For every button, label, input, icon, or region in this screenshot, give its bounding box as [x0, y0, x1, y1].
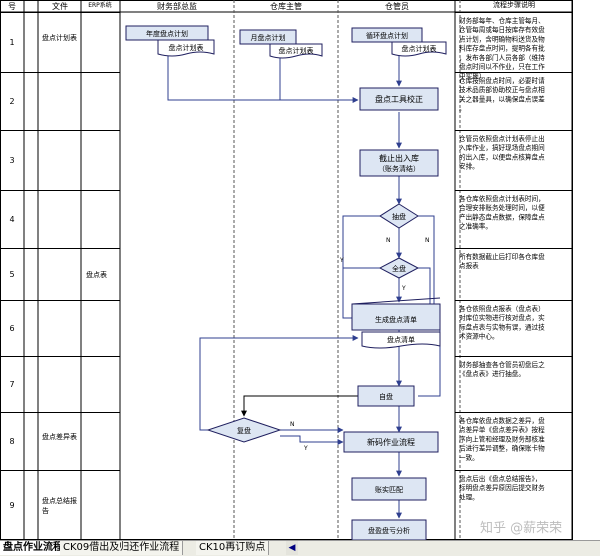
svg-text:年度盘点计划: 年度盘点计划 — [146, 29, 188, 38]
svg-text:盘盈盘亏分析: 盘盈盘亏分析 — [368, 526, 410, 535]
flow-connectors — [167, 52, 441, 519]
header-erp: ERP系统 — [88, 1, 112, 9]
svg-text:盘点计划表: 盘点计划表 — [169, 43, 204, 52]
svg-text:生成盘点清单: 生成盘点清单 — [375, 315, 417, 324]
svg-text:Y: Y — [339, 257, 344, 264]
tab-scroll-left-icon[interactable]: ◀ — [286, 541, 298, 555]
row-number: 5 — [9, 270, 14, 279]
svg-text:循环盘点计划: 循环盘点计划 — [366, 31, 408, 40]
self-count-node: 自盘 — [357, 385, 415, 407]
cycle-plan-node: 循环盘点计划 盘点计划表 — [351, 27, 447, 57]
row-number: 1 — [9, 38, 14, 47]
account-match-node: 账实匹配 — [351, 477, 427, 501]
header-desc: 流程步骤说明 — [493, 0, 535, 9]
recount-decision: 复盘 N Y — [206, 417, 308, 452]
row-number: 8 — [9, 437, 14, 446]
header-doc: 文件 — [52, 1, 68, 11]
svg-text:Y: Y — [303, 445, 308, 452]
row-description: 财务部每年、仓库主管每月、仓管每周或每日按库存有效盘点计划，含明确物料送货及物料… — [459, 16, 545, 80]
svg-text:（账务清结）: （账务清结） — [378, 164, 420, 173]
row-description: 仓管员依照盘点计划表停止出入库作业，搞好现场盘点期间的出入库，以便盘点核算盘点安… — [459, 134, 545, 171]
svg-text:N: N — [290, 421, 295, 428]
tool-calibration-node: 盘点工具校正 — [359, 87, 439, 111]
full-count-decision: 全盘 Y Y — [339, 257, 420, 292]
svg-text:截止出入库: 截止出入库 — [379, 153, 419, 163]
svg-text:新码作业流程: 新码作业流程 — [367, 437, 415, 447]
svg-text:盘点清单: 盘点清单 — [387, 335, 415, 344]
svg-text:盘点计划表: 盘点计划表 — [279, 46, 314, 55]
svg-text:N: N — [386, 237, 391, 244]
watermark-text: 知乎 @薪荣荣 — [480, 520, 562, 536]
header-lane-warehouse-staff: 仓管员 — [385, 1, 409, 11]
lane-separators — [233, 0, 461, 540]
row-number: 7 — [9, 380, 14, 389]
gen-count-sheet-node: 生成盘点清单 盘点清单 — [351, 297, 441, 349]
row-description: 各仓依照盘点报表（盘点表）对库位实物进行核对盘点，实际盘点表与实物有误，通过技术… — [459, 304, 545, 341]
row-number: 3 — [9, 156, 14, 165]
row-number: 6 — [9, 324, 14, 333]
report-analysis-node: 盘盈盘亏分析 — [351, 519, 427, 540]
sheet-tab[interactable]: CK10再订购点 — [196, 541, 270, 555]
svg-text:盘点工具校正: 盘点工具校正 — [375, 94, 423, 104]
header-row: 号 文件 ERP系统 财务部总监 仓库主管 仓管员 流程步骤说明 — [8, 0, 535, 11]
table-grid — [0, 0, 573, 540]
svg-text:盘点计划表: 盘点计划表 — [402, 44, 437, 53]
svg-text:抽盘: 抽盘 — [392, 212, 406, 221]
sheet-tab[interactable]: CK09借出及归还作业流程 — [60, 541, 184, 555]
svg-text:月盘点计划: 月盘点计划 — [251, 33, 286, 42]
row-description: 盘点后出《盘点总结报告》，标明盘点差异原因后提交财务处理。 — [459, 474, 545, 501]
row-document: 盘点总结报告 — [42, 496, 77, 515]
recount-return — [241, 395, 380, 417]
svg-text:N: N — [425, 237, 430, 244]
row-description: 财务部抽查各仓管员初盘后之《盘点表》进行抽盘。 — [459, 360, 545, 378]
new-code-flow-node: 新码作业流程 — [343, 431, 439, 453]
svg-text:复盘: 复盘 — [237, 426, 251, 435]
stop-io-node: 截止出入库 （账务清结） — [359, 149, 439, 177]
row-lines — [0, 12, 572, 471]
sheet-tab[interactable]: 盘点作业流程 — [0, 541, 67, 555]
svg-text:账实匹配: 账实匹配 — [375, 485, 403, 494]
svg-text:自盘: 自盘 — [379, 392, 393, 401]
annual-plan-node: 年度盘点计划 盘点计划表 — [125, 25, 215, 57]
header-lane-warehouse-mgr: 仓库主管 — [270, 1, 302, 11]
header-lane-finance: 财务部总监 — [157, 1, 197, 11]
svg-text:Y: Y — [401, 285, 406, 292]
row-document: 盘点计划表 — [42, 33, 77, 42]
row-description: 仓库按照盘点时间，必要时请技术品质部协助校正与盘点相关之器量具，以确保盘点误差。 — [459, 76, 545, 113]
header-no: 号 — [8, 2, 16, 11]
row-texts: 1 盘点计划表 财务部每年、仓库主管每月、仓管每周或每日按库存有效盘点计划，含明确物… — [9, 16, 545, 515]
spot-check-decision: 抽盘 N N — [379, 203, 430, 244]
monthly-plan-node: 月盘点计划 盘点计划表 — [239, 29, 323, 59]
row-description: 各仓库依照盘点计划表时间，合理安排账务处理时间，以便产出静态盘点数据，保障盘点之… — [459, 194, 545, 231]
row-document: 盘点差异表 — [42, 432, 77, 441]
row-number: 9 — [9, 501, 14, 510]
svg-text:全盘: 全盘 — [392, 264, 406, 273]
flow-nodes: 年度盘点计划 盘点计划表 月盘点计划 盘点计划表 循环盘点计划 盘点计划表 — [125, 25, 447, 540]
row-description: 各仓库依盘点数据之差异，盘点差异单《盘点差异表》按程序向上管和经理及财务部核准后… — [459, 416, 545, 462]
row-number: 2 — [9, 97, 14, 106]
row-erp: 盘点表 — [86, 270, 107, 279]
row-number: 4 — [9, 215, 14, 224]
row-description: 所有数据截止后打印各仓库盘点报表 — [459, 252, 545, 270]
